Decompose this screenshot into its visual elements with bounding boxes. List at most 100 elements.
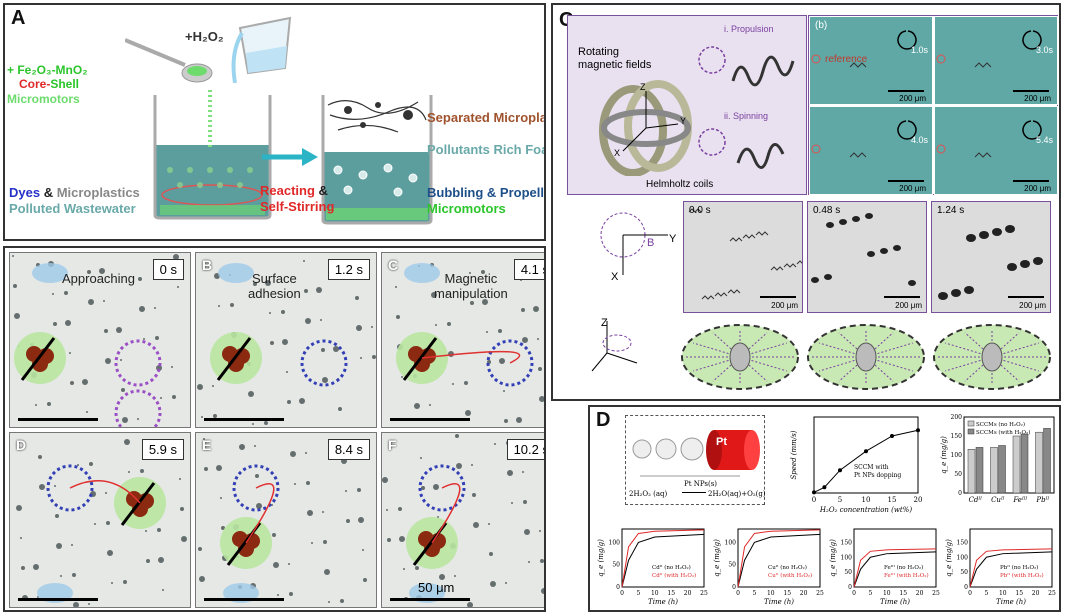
with-h2o2-series-line (969, 548, 1053, 588)
x-axis-label: Time (h) (996, 598, 1026, 606)
x-tick-label: 25 (700, 590, 708, 597)
teal-time-label: 3.0s (1035, 45, 1053, 55)
teal-time-label: 1.0s (910, 45, 928, 55)
debris-particle (16, 505, 22, 511)
scale-bar (888, 180, 924, 182)
teal-time-label: 4.0s (910, 135, 928, 145)
beaker-illustration-right (321, 95, 433, 225)
scale-bar (888, 90, 924, 92)
debris-particle (21, 566, 25, 570)
magnet-axis (402, 337, 438, 381)
helix-particle (951, 289, 961, 297)
debris-particle (537, 338, 539, 340)
x-tick-label: 25 (1048, 590, 1056, 597)
y-tick-label: 100 (609, 539, 621, 546)
frame-letter: F (388, 437, 397, 453)
frame-time: 8.4 s (327, 439, 370, 460)
debris-particle (158, 557, 164, 563)
debris-particle (52, 293, 54, 295)
legend-swatch (967, 420, 975, 427)
x-tick-label: 10 (767, 590, 775, 597)
bar (975, 447, 984, 494)
field-ellipse-illustration (933, 324, 1051, 390)
debris-particle (439, 574, 445, 580)
legend-label: Cdᴵᴵ (no H₂O₂) (652, 564, 691, 571)
debris-particle (272, 533, 276, 537)
debris-particle (504, 419, 508, 423)
debris-particle (286, 371, 288, 373)
scale-label: 50 μm (418, 580, 455, 595)
microplastic-fragment (32, 263, 68, 283)
rotation-arrow-icon (1022, 120, 1042, 140)
teal-cell-illustration (811, 120, 917, 158)
debris-particle (254, 445, 256, 447)
dyes-label: Dyes (9, 185, 41, 200)
debris-particle (124, 439, 130, 445)
frame-illustration (12, 254, 179, 427)
debris-particle (39, 484, 45, 490)
y-tick-label: 100 (725, 539, 737, 546)
teal-time-label: 5.4s (1035, 135, 1053, 145)
speed-series-line (813, 429, 919, 493)
microplastic-fragment (404, 263, 440, 283)
debris-particle (20, 537, 22, 539)
debris-particle (269, 312, 271, 314)
frame-letter: E (202, 437, 212, 453)
reaction-arrow (682, 492, 706, 493)
debris-particle (431, 292, 437, 298)
debris-particle (287, 400, 291, 404)
y-axis-label: q_e (mg/g) (945, 539, 953, 577)
debris-particle (415, 566, 419, 570)
x-axis-label: Time (h) (764, 598, 794, 606)
debris-particle (288, 563, 290, 565)
debris-particle (471, 464, 473, 466)
debris-particle (138, 277, 142, 281)
plot-frame (813, 416, 919, 494)
debris-particle (73, 602, 79, 607)
helix-particle (755, 231, 769, 236)
debris-particle (396, 315, 400, 319)
y-tick-label: 0 (958, 490, 962, 497)
bar (1043, 428, 1051, 494)
plot-frame (621, 528, 705, 588)
axis-y-label: Y (669, 233, 677, 245)
y-axis-label: q_e (mg/g) (713, 539, 721, 577)
propulsion-label: i. Propulsion (724, 24, 774, 34)
rotation-arrow-icon (897, 30, 917, 50)
scale-label: 200 μm (1019, 301, 1046, 310)
rotation-arrow-icon (897, 120, 917, 140)
debris-particle (54, 485, 56, 487)
debris-particle (541, 588, 544, 594)
debris-particle (145, 530, 147, 532)
debris-particle (447, 322, 451, 326)
measuring-cup-icon (231, 16, 292, 83)
microplastic-fragment (218, 263, 254, 283)
debris-particle (507, 470, 513, 476)
scale-label: 200 μm (899, 184, 926, 193)
target-circle (114, 339, 162, 387)
x-tick-label: 10 (862, 496, 871, 504)
helix-particle (867, 251, 875, 257)
debris-particle (86, 411, 88, 413)
frame-illustration (198, 438, 367, 603)
y-tick-label: 100 (841, 554, 853, 561)
debris-particle (38, 455, 42, 459)
scale-label: 200 μm (899, 94, 926, 103)
debris-particle (105, 358, 111, 364)
debris-particle (454, 575, 456, 577)
legend-label: SCCMs (with H₂O₂) (976, 429, 1030, 436)
wastewater-description: Dyes & Microplastics Polluted Wastewater (9, 185, 140, 218)
helix-particle (893, 245, 901, 251)
debris-particle (452, 383, 454, 385)
debris-particle (290, 451, 296, 457)
x-tick-label: 5 (984, 590, 988, 597)
speed-data-point (812, 490, 816, 495)
debris-particle (490, 581, 496, 587)
debris-particle (307, 510, 313, 516)
debris-particle (33, 564, 39, 570)
debris-particle (72, 573, 76, 577)
gray-cell-illustration (938, 225, 1043, 300)
debris-particle (143, 338, 145, 340)
gray-cell-illustration (688, 208, 802, 300)
helix-particle (701, 295, 715, 300)
